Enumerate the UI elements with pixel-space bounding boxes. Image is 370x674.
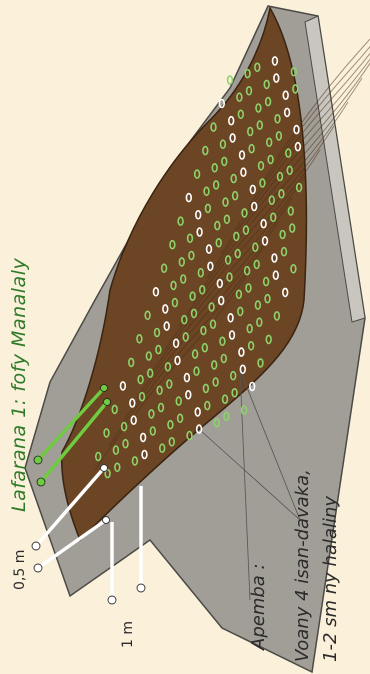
note-line-1: Voany 4 isan-davaka,	[292, 469, 313, 662]
note-line-2: 1-2 sm ny halaliny	[320, 496, 341, 662]
depth-label: Apemba :	[248, 563, 269, 650]
diagram-title: Lafarana 1: fofy Manalaly	[8, 258, 30, 512]
spacing-row-label: 0,5 m	[12, 550, 28, 590]
spacing-col-label: 1 m	[120, 621, 136, 648]
seed-hole-green	[228, 76, 233, 84]
